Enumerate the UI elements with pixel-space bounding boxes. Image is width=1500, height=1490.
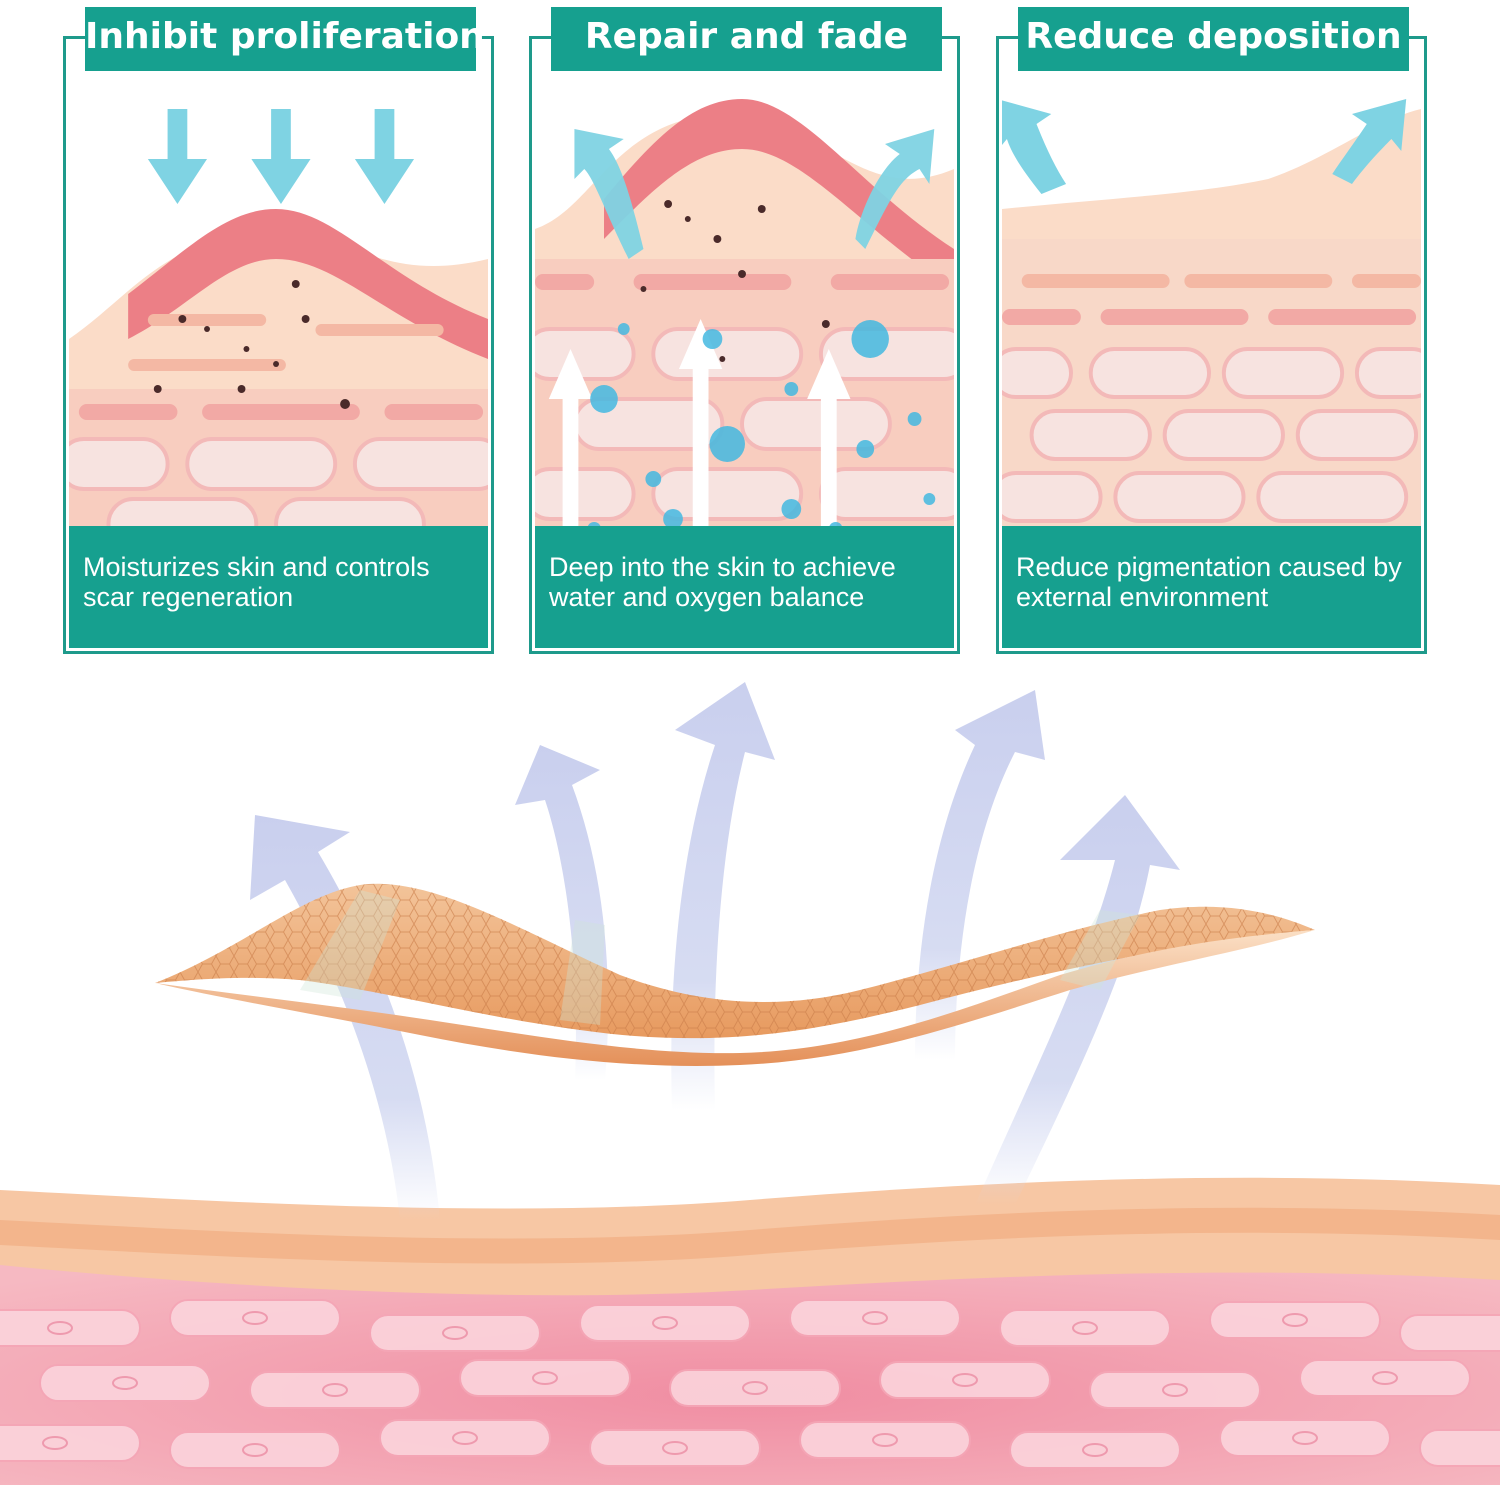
panel-caption: Deep into the skin to achieve water and … [535, 526, 954, 648]
panel-title: Repair and fade [551, 7, 942, 71]
panel-caption: Reduce pigmentation caused by external e… [1002, 526, 1421, 648]
flat-skin-illustration [1002, 59, 1421, 549]
scar-illustration [69, 59, 488, 549]
water-droplets-illustration [535, 59, 954, 549]
panel-title: Inhibit proliferation [85, 7, 485, 71]
panel-caption: Moisturizes skin and controls scar regen… [69, 526, 488, 648]
panel-inhibit-proliferation: Inhibit proliferation Moisturizes skin a… [63, 7, 494, 654]
silicone-sheet-scene [0, 660, 1500, 1485]
panel-title: Reduce deposition [1018, 7, 1409, 71]
panel-reduce-deposition: Reduce deposition Reduce pigmentation ca… [996, 7, 1427, 654]
panel-repair-and-fade: Repair and fade Deep into the skin to ac… [529, 7, 960, 654]
